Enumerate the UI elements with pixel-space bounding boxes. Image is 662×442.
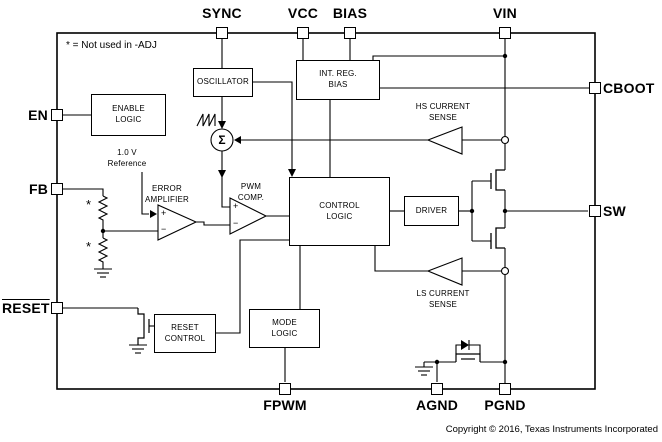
pin-agnd bbox=[431, 383, 443, 395]
pin-cboot bbox=[589, 82, 601, 94]
body-diode-icon bbox=[455, 340, 481, 354]
arrow-sigma-output-icon bbox=[218, 170, 226, 178]
pin-fb bbox=[51, 183, 63, 195]
pwm-comp-label: PWM COMP. bbox=[237, 182, 265, 202]
triangles bbox=[157, 126, 463, 286]
arrow-into-sigma-right-icon bbox=[234, 136, 241, 144]
error-amplifier-label: ERROR AMPLIFIER bbox=[144, 184, 190, 204]
ls-sense-tap-circle bbox=[500, 266, 510, 276]
pin-label-pgnd: PGND bbox=[484, 397, 526, 413]
hs-mosfet-icon bbox=[490, 169, 505, 191]
pin-vin bbox=[499, 27, 511, 39]
error-amplifier-triangle bbox=[157, 204, 198, 241]
control-logic-block: CONTROL LOGIC bbox=[289, 177, 390, 246]
driver-block: DRIVER bbox=[404, 196, 459, 226]
pin-label-sync: SYNC bbox=[202, 5, 242, 21]
enable-logic-block: ENABLE LOGIC bbox=[91, 94, 166, 136]
feedback-resistors bbox=[97, 195, 109, 264]
reset-control-block: RESET CONTROL bbox=[154, 314, 216, 353]
hs-current-sense-label: HS CURRENT SENSE bbox=[415, 102, 471, 122]
reset-mosfet-icon bbox=[137, 308, 150, 345]
error-amp-plus-sign: + bbox=[161, 208, 167, 218]
hs-current-sense-triangle bbox=[426, 126, 463, 155]
ramp-waveform-icon bbox=[196, 113, 216, 127]
pwm-comp-minus-sign: − bbox=[233, 218, 239, 228]
resistor-bottom-asterisk: * bbox=[86, 239, 92, 254]
pin-en bbox=[51, 109, 63, 121]
ls-current-sense-triangle bbox=[426, 257, 463, 286]
ground-icon bbox=[129, 344, 147, 354]
pin-label-agnd: AGND bbox=[415, 397, 459, 413]
resistor-top-asterisk: * bbox=[86, 197, 92, 212]
arrow-into-sigma-top-icon bbox=[218, 121, 226, 129]
adj-note: * = Not used in -ADJ bbox=[66, 40, 157, 51]
resistor-bottom-icon bbox=[97, 237, 109, 264]
reference-label: 1.0 V Reference bbox=[107, 148, 147, 168]
pwm-comparator-triangle bbox=[229, 197, 268, 235]
pin-label-bias: BIAS bbox=[332, 5, 368, 21]
oscillator-block: OSCILLATOR bbox=[193, 68, 253, 97]
ground-icon bbox=[94, 268, 112, 278]
pin-label-en: EN bbox=[28, 107, 48, 123]
summing-node-circle bbox=[210, 128, 234, 152]
arrowheads bbox=[150, 121, 296, 218]
pin-label-vin: VIN bbox=[493, 5, 517, 21]
int-reg-bias-block: INT. REG. BIAS bbox=[296, 60, 380, 100]
ground-icon bbox=[415, 362, 433, 376]
pin-label-reset: RESET bbox=[2, 300, 50, 316]
pin-label-cboot: CBOOT bbox=[603, 80, 655, 96]
copyright-text: Copyright © 2016, Texas Instruments Inco… bbox=[445, 424, 658, 435]
arrow-into-control-logic-icon bbox=[288, 169, 296, 177]
pin-label-vcc: VCC bbox=[287, 5, 319, 21]
pin-label-sw: SW bbox=[603, 203, 626, 219]
junction-dots bbox=[100, 53, 508, 365]
ls-current-sense-label: LS CURRENT SENSE bbox=[416, 289, 470, 309]
pwm-comp-plus-sign: + bbox=[233, 201, 239, 211]
ls-mosfet-icon bbox=[490, 227, 505, 249]
sigma-symbol: Σ bbox=[218, 133, 226, 147]
pin-pgnd bbox=[499, 383, 511, 395]
resistor-top-icon bbox=[97, 195, 109, 222]
pin-vcc bbox=[297, 27, 309, 39]
wires bbox=[63, 39, 589, 383]
pin-fpwm bbox=[279, 383, 291, 395]
mode-logic-block: MODE LOGIC bbox=[249, 309, 320, 348]
pin-label-fpwm: FPWM bbox=[263, 397, 307, 413]
arrow-reference-icon bbox=[150, 210, 157, 218]
pin-label-fb: FB bbox=[28, 181, 48, 197]
error-amp-minus-sign: − bbox=[161, 224, 167, 234]
pin-bias bbox=[344, 27, 356, 39]
pin-reset bbox=[51, 302, 63, 314]
gnd-mosfet-icon bbox=[455, 353, 481, 362]
pin-sw bbox=[589, 205, 601, 217]
hs-sense-tap-circle bbox=[500, 135, 510, 145]
pin-sync bbox=[216, 27, 228, 39]
